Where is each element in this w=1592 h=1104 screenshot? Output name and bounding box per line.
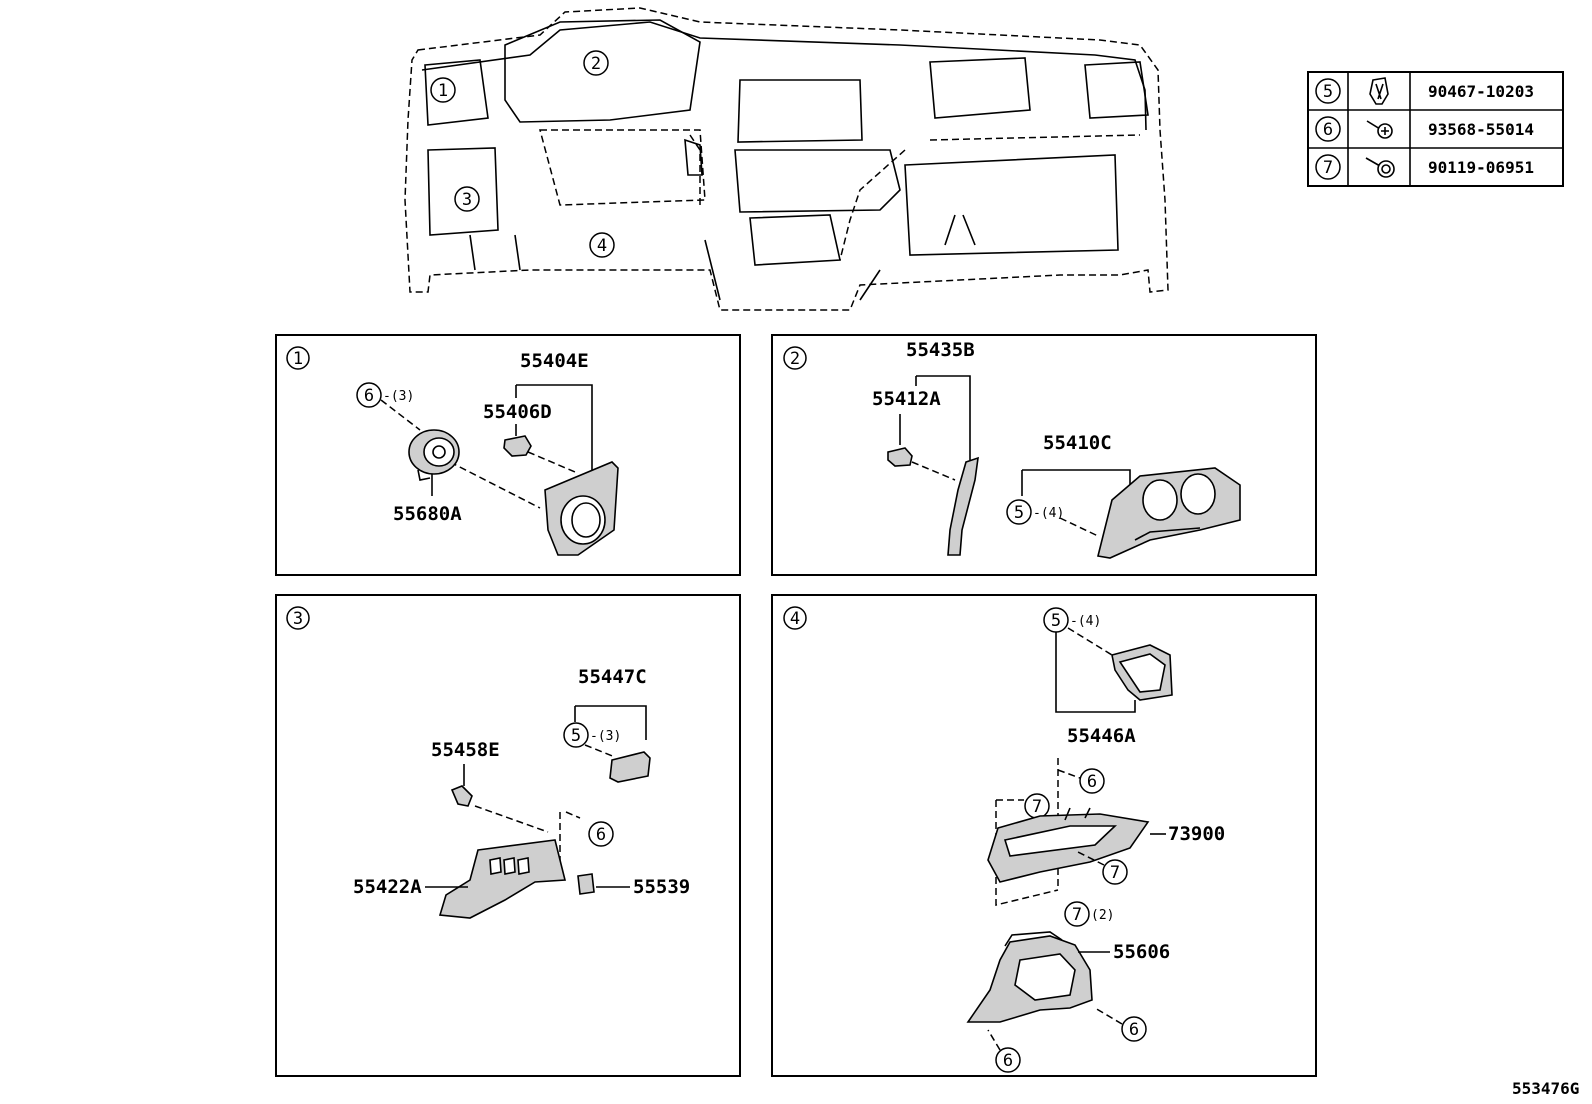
overview-zone-3: 3 xyxy=(454,186,480,212)
label-55422A: 55422A xyxy=(353,876,422,898)
svg-text:7: 7 xyxy=(1323,158,1333,178)
fastener-row-7: 7 90119-06951 xyxy=(1315,154,1534,180)
screw-icon xyxy=(1366,120,1393,139)
label-55446A: 55446A xyxy=(1067,725,1136,747)
svg-text:6: 6 xyxy=(364,386,374,406)
label-55539: 55539 xyxy=(633,876,690,898)
svg-text:4: 4 xyxy=(597,236,607,256)
callout-6: 6 xyxy=(588,821,614,847)
part-55680A xyxy=(408,429,460,496)
callout-6: 6 -(3) xyxy=(356,382,414,408)
dashboard-overview: 1 2 3 4 xyxy=(404,7,1169,311)
part-55458E xyxy=(450,785,473,807)
label-55680A: 55680A xyxy=(393,503,462,525)
svg-text:6: 6 xyxy=(1129,1020,1139,1040)
panel-4: 4 5 -(4) 55446A 6 7 73900 xyxy=(771,594,1317,1077)
svg-text:6: 6 xyxy=(596,825,606,845)
diagram-id: 553476G xyxy=(1512,1079,1579,1098)
callout-6-upper: 6 xyxy=(1079,768,1105,794)
label-55404E: 55404E xyxy=(520,350,589,372)
callout-5: 5 -(4) xyxy=(1043,607,1101,633)
svg-text:5: 5 xyxy=(1014,503,1024,523)
callout-5: 5 -(4) xyxy=(1006,499,1064,525)
overview-zone-2: 2 xyxy=(583,50,609,76)
label-55606: 55606 xyxy=(1113,941,1170,963)
svg-text:93568-55014: 93568-55014 xyxy=(1428,120,1534,139)
callout-7-upper: 7 xyxy=(1024,793,1050,819)
callout-7-middle: 7 xyxy=(1102,859,1128,885)
callout-5: 5 -(3) xyxy=(563,722,621,748)
svg-text:6: 6 xyxy=(1003,1051,1013,1071)
svg-text:90119-06951: 90119-06951 xyxy=(1428,158,1534,177)
part-55435B xyxy=(947,456,979,556)
part-55446A xyxy=(1111,644,1173,701)
fastener-row-6: 6 93568-55014 xyxy=(1315,116,1534,142)
svg-text:6: 6 xyxy=(1323,120,1333,140)
svg-text:-(3): -(3) xyxy=(383,389,414,404)
svg-text:5: 5 xyxy=(1051,611,1061,631)
label-55435B: 55435B xyxy=(906,339,975,361)
part-55410C xyxy=(1097,467,1241,559)
part-55406D xyxy=(503,435,532,457)
label-55406D: 55406D xyxy=(483,401,552,423)
svg-text:7: 7 xyxy=(1072,905,1082,925)
svg-text:7: 7 xyxy=(1110,863,1120,883)
label-73900: 73900 xyxy=(1168,823,1225,845)
panel-4-number: 4 xyxy=(790,609,800,629)
panel-2-number: 2 xyxy=(790,349,800,369)
svg-text:2: 2 xyxy=(591,54,601,74)
svg-text:7: 7 xyxy=(1032,797,1042,817)
part-55404E xyxy=(544,461,619,556)
svg-text:(2): (2) xyxy=(1091,908,1114,923)
svg-text:6: 6 xyxy=(1087,772,1097,792)
part-73900 xyxy=(987,807,1150,883)
fastener-row-5: 5 90467-10203 xyxy=(1315,77,1534,105)
overview-zone-4: 4 xyxy=(589,232,615,258)
fastener-table: 5 90467-10203 6 93568-55014 7 xyxy=(1307,71,1564,187)
clip-icon xyxy=(1369,77,1389,105)
part-55422A xyxy=(438,839,567,919)
svg-text:3: 3 xyxy=(462,190,472,210)
part-55412A xyxy=(887,447,913,467)
label-55410C: 55410C xyxy=(1043,432,1112,454)
panel-1: 1 55404E 55406D 6 -(3) 55680A xyxy=(275,334,741,576)
label-55412A: 55412A xyxy=(872,388,941,410)
svg-text:1: 1 xyxy=(438,81,448,101)
svg-text:90467-10203: 90467-10203 xyxy=(1428,82,1534,101)
callout-6-right: 6 xyxy=(1121,1016,1147,1042)
bolt-icon xyxy=(1365,157,1395,178)
svg-text:-(4): -(4) xyxy=(1070,614,1101,629)
svg-text:-(3): -(3) xyxy=(590,729,621,744)
panel-3-number: 3 xyxy=(293,609,303,629)
panel-3: 3 55447C 5 -(3) 55458E 6 55 xyxy=(275,594,741,1077)
callout-7-lower: 7 (2) xyxy=(1064,901,1114,927)
part-55606 xyxy=(966,931,1093,1023)
svg-text:-(4): -(4) xyxy=(1033,506,1064,521)
svg-text:5: 5 xyxy=(571,726,581,746)
part-55447C xyxy=(609,751,651,783)
label-55447C: 55447C xyxy=(578,666,647,688)
overview-zone-1: 1 xyxy=(430,77,456,103)
part-55539 xyxy=(577,873,595,895)
label-55458E: 55458E xyxy=(431,739,500,761)
panel-2: 2 55435B 55412A 55410C 5 -(4) xyxy=(771,334,1317,576)
callout-6-bottom: 6 xyxy=(995,1047,1021,1073)
svg-text:5: 5 xyxy=(1323,82,1333,102)
panel-1-number: 1 xyxy=(293,349,303,369)
